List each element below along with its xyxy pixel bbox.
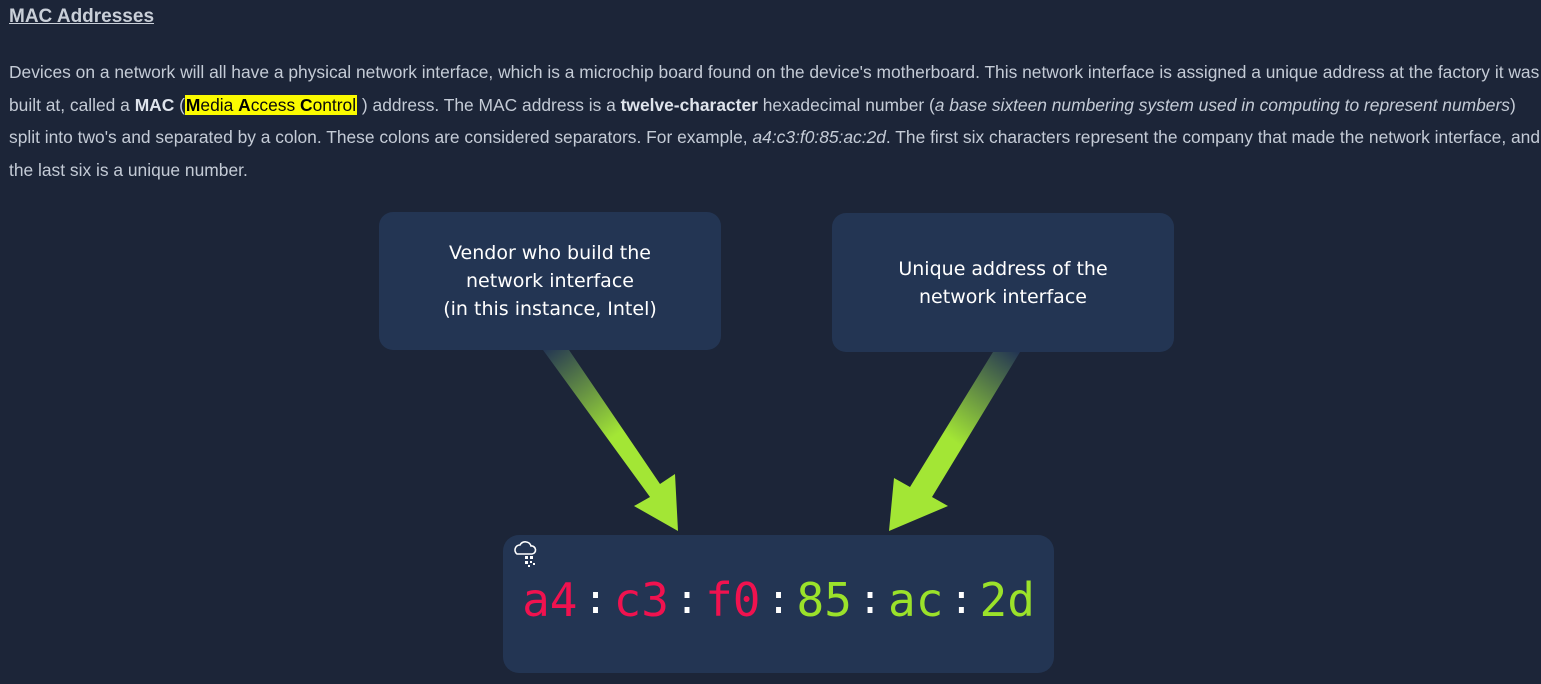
section-heading: MAC Addresses: [9, 6, 155, 27]
mac-octet: a4: [522, 573, 578, 627]
unique-arrow: [889, 352, 1020, 531]
unique-callout: Unique address of the network interface: [832, 213, 1174, 352]
mac-octet: 2d: [979, 573, 1035, 627]
vendor-arrow: [543, 350, 678, 531]
mac-octet: 85: [796, 573, 852, 627]
twelve-character-term: twelve-character: [620, 94, 758, 115]
mac-example: a4:c3:f0:85:ac:2d: [752, 127, 886, 147]
highlighted-expansion: Media Access Control: [184, 94, 358, 115]
mac-term: MAC: [134, 94, 175, 115]
cloud-qr-icon: [514, 541, 537, 567]
mac-separator: :: [949, 577, 974, 623]
vendor-callout: Vendor who build the network interface (…: [379, 212, 721, 350]
mac-separator: :: [857, 577, 883, 623]
mac-octet: ac: [888, 573, 944, 627]
mac-octet: f0: [705, 573, 761, 627]
mac-separator: :: [583, 577, 608, 623]
mac-address-box: a4:c3:f0:85:ac:2d: [503, 535, 1054, 673]
mac-separator: :: [674, 577, 700, 623]
mac-octet: c3: [613, 573, 669, 627]
hex-definition: a base sixteen numbering system used in …: [934, 94, 1510, 115]
mac-address-display: a4:c3:f0:85:ac:2d: [503, 573, 1054, 627]
body-paragraph: Devices on a network will all have a phy…: [9, 62, 1541, 180]
mac-separator: :: [766, 577, 791, 623]
